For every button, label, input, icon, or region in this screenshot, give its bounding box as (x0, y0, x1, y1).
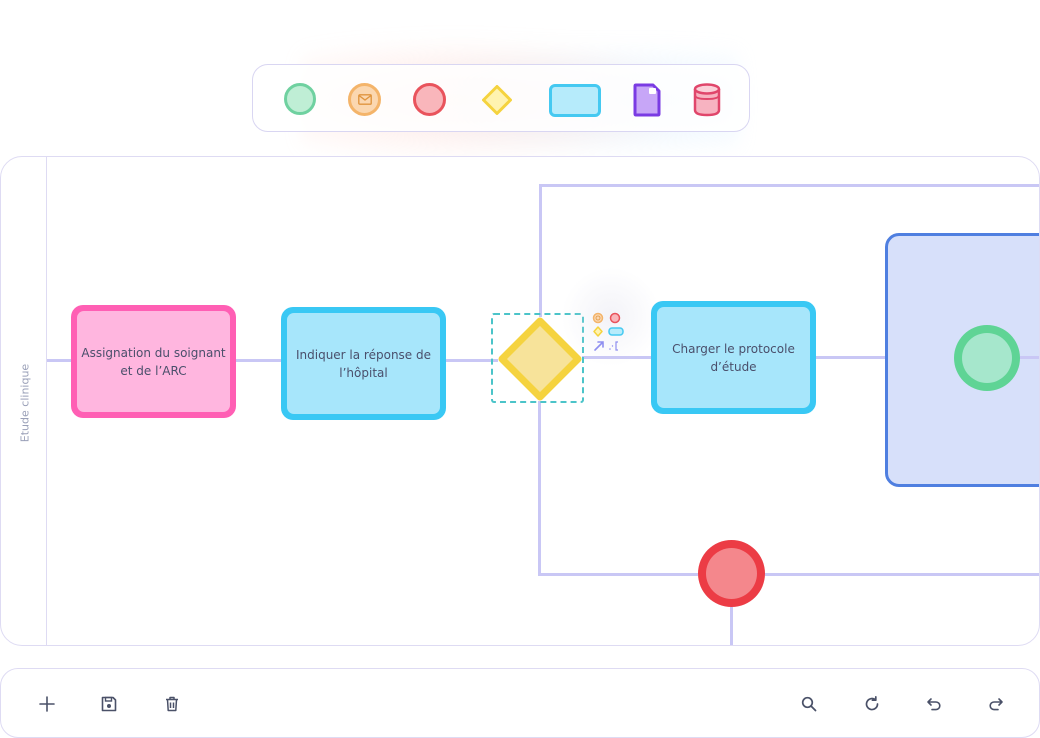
start-event[interactable] (954, 325, 1020, 391)
refresh-icon[interactable] (861, 693, 883, 715)
sequence-flow[interactable] (47, 359, 71, 362)
sequence-flow[interactable] (539, 184, 1039, 187)
diagram-canvas[interactable]: Etude clinique Assignation du soignant e… (0, 156, 1040, 646)
bottom-toolbar (0, 668, 1040, 738)
sequence-flow[interactable] (538, 573, 698, 576)
message-event-icon[interactable] (348, 83, 381, 116)
shape-palette (252, 64, 750, 132)
task-inner (77, 311, 230, 412)
task-icon[interactable] (549, 84, 601, 117)
append-message-event-icon (592, 312, 604, 324)
start-event-icon[interactable] (284, 83, 316, 115)
end-event[interactable] (698, 540, 765, 607)
connect-arrow-icon (594, 341, 604, 351)
sequence-flow[interactable] (538, 401, 541, 575)
selection-box[interactable] (491, 313, 584, 403)
task-inner (657, 307, 810, 408)
undo-icon[interactable] (923, 693, 945, 715)
task-inner (287, 313, 440, 414)
trash-icon[interactable] (161, 693, 183, 715)
exclusive-gateway[interactable] (498, 317, 582, 401)
append-gateway-icon (593, 326, 603, 337)
sequence-flow[interactable] (730, 607, 733, 645)
append-end-event-icon (609, 312, 621, 324)
task-label: Indiquer la réponse de l’hôpital (295, 347, 432, 380)
append-task-icon (608, 327, 624, 336)
task-label: Charger le protocole d’étude (672, 341, 795, 374)
sequence-flow[interactable] (765, 573, 1039, 576)
lane-divider (46, 157, 47, 645)
sequence-flow[interactable] (1020, 356, 1039, 359)
task-label: Assignation du soignant et de l’ARC (81, 345, 226, 378)
lane-label: Etude clinique (18, 363, 32, 443)
data-object-icon[interactable] (633, 83, 661, 117)
search-icon[interactable] (798, 693, 820, 715)
sequence-flow[interactable] (815, 356, 887, 359)
sequence-flow[interactable] (539, 184, 542, 317)
sequence-flow[interactable] (235, 359, 283, 362)
gateway-icon[interactable] (482, 85, 512, 115)
plus-icon[interactable] (36, 693, 58, 715)
task-indiquer-reponse[interactable]: Indiquer la réponse de l’hôpital (281, 307, 446, 420)
data-store-icon[interactable] (693, 82, 721, 117)
save-icon[interactable] (98, 693, 120, 715)
task-charger-protocole[interactable]: Charger le protocole d’étude (651, 301, 816, 414)
sequence-flow[interactable] (446, 359, 498, 362)
sequence-flow[interactable] (582, 356, 652, 359)
annotation-icon (609, 341, 618, 351)
task-assignation[interactable]: Assignation du soignant et de l’ARC (71, 305, 236, 418)
end-event-icon[interactable] (413, 83, 446, 116)
context-pad (591, 311, 627, 355)
redo-icon[interactable] (985, 693, 1007, 715)
